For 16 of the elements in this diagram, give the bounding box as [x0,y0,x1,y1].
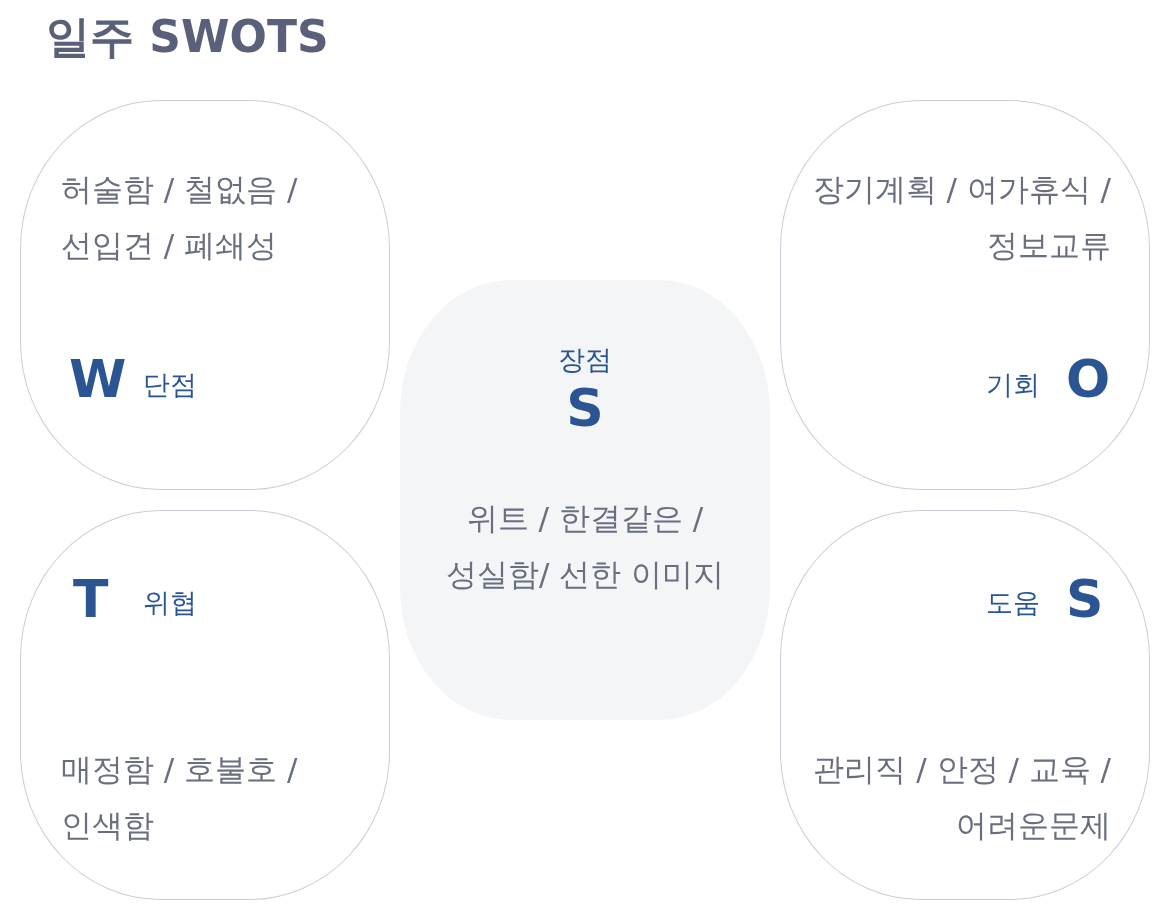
opportunity-text: 장기계획 / 여가휴식 / 정보교류 [811,170,1111,265]
quadrant-title: 장점 [557,343,613,377]
swot-letter: W [69,351,127,407]
quadrant-title: 위협 [143,586,197,620]
threat-text: 매정함 / 호불호 / 인색함 [61,750,299,845]
help-text: 관리직 / 안정 / 교육 / 어려운문제 [812,750,1111,845]
quadrant-title: 도움 [986,586,1040,620]
swot-letter: S [1066,571,1104,627]
weakness-text: 허술함 / 철없음 / 선입견 / 폐쇄성 [61,170,299,265]
quadrant-title: 기회 [986,368,1040,402]
diagram-title: 일주 SWOTS [46,10,329,64]
swot-letter: O [1066,351,1111,407]
swot-letter: S [565,380,605,436]
strength-text: 위트 / 한결같은 / 성실함/ 선한 이미지 [444,499,726,594]
quadrant-title: 단점 [143,368,197,402]
swot-letter: T [73,571,109,627]
